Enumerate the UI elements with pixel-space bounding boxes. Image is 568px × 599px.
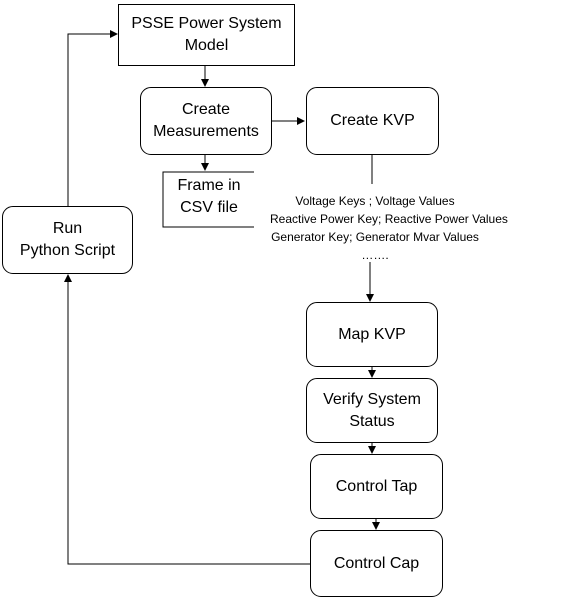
arrow-cap-to-python [64,274,310,565]
kvp-list-item: Reactive Power Key; Reactive Power Value… [270,212,508,226]
run-python-box: Run Python Script [2,206,133,274]
control-cap-label: Control Cap [333,554,420,572]
run-python-label: Run Python Script [19,220,116,259]
psse-model-box: PSSE Power System Model [118,4,295,66]
control-cap-box: Control Cap [310,530,443,597]
kvp-list-item: Voltage Keys ; Voltage Values [295,194,455,208]
verify-status-label: Verify System Status [323,390,421,430]
kvp-list-item: ……. [361,248,389,262]
frame-csv-label: Frame in CSV file [177,177,241,216]
create-kvp-label: Create KVP [330,112,415,130]
create-measurements-label: Create Measurements [153,101,259,140]
kvp-list-item: Generator Key; Generator Mvar Values [271,230,479,244]
map-kvp-box: Map KVP [306,302,438,367]
map-kvp-label: Map KVP [338,325,406,343]
arrow-python-to-psse [67,30,118,206]
control-tap-label: Control Tap [335,477,418,495]
verify-status-box: Verify System Status [306,378,438,443]
create-measurements-box: Create Measurements [140,87,272,155]
create-kvp-box: Create KVP [306,87,439,155]
kvp-list: Voltage Keys ; Voltage Values Reactive P… [270,192,508,264]
psse-model-label: PSSE Power System Model [131,15,282,54]
control-tap-box: Control Tap [310,454,443,519]
